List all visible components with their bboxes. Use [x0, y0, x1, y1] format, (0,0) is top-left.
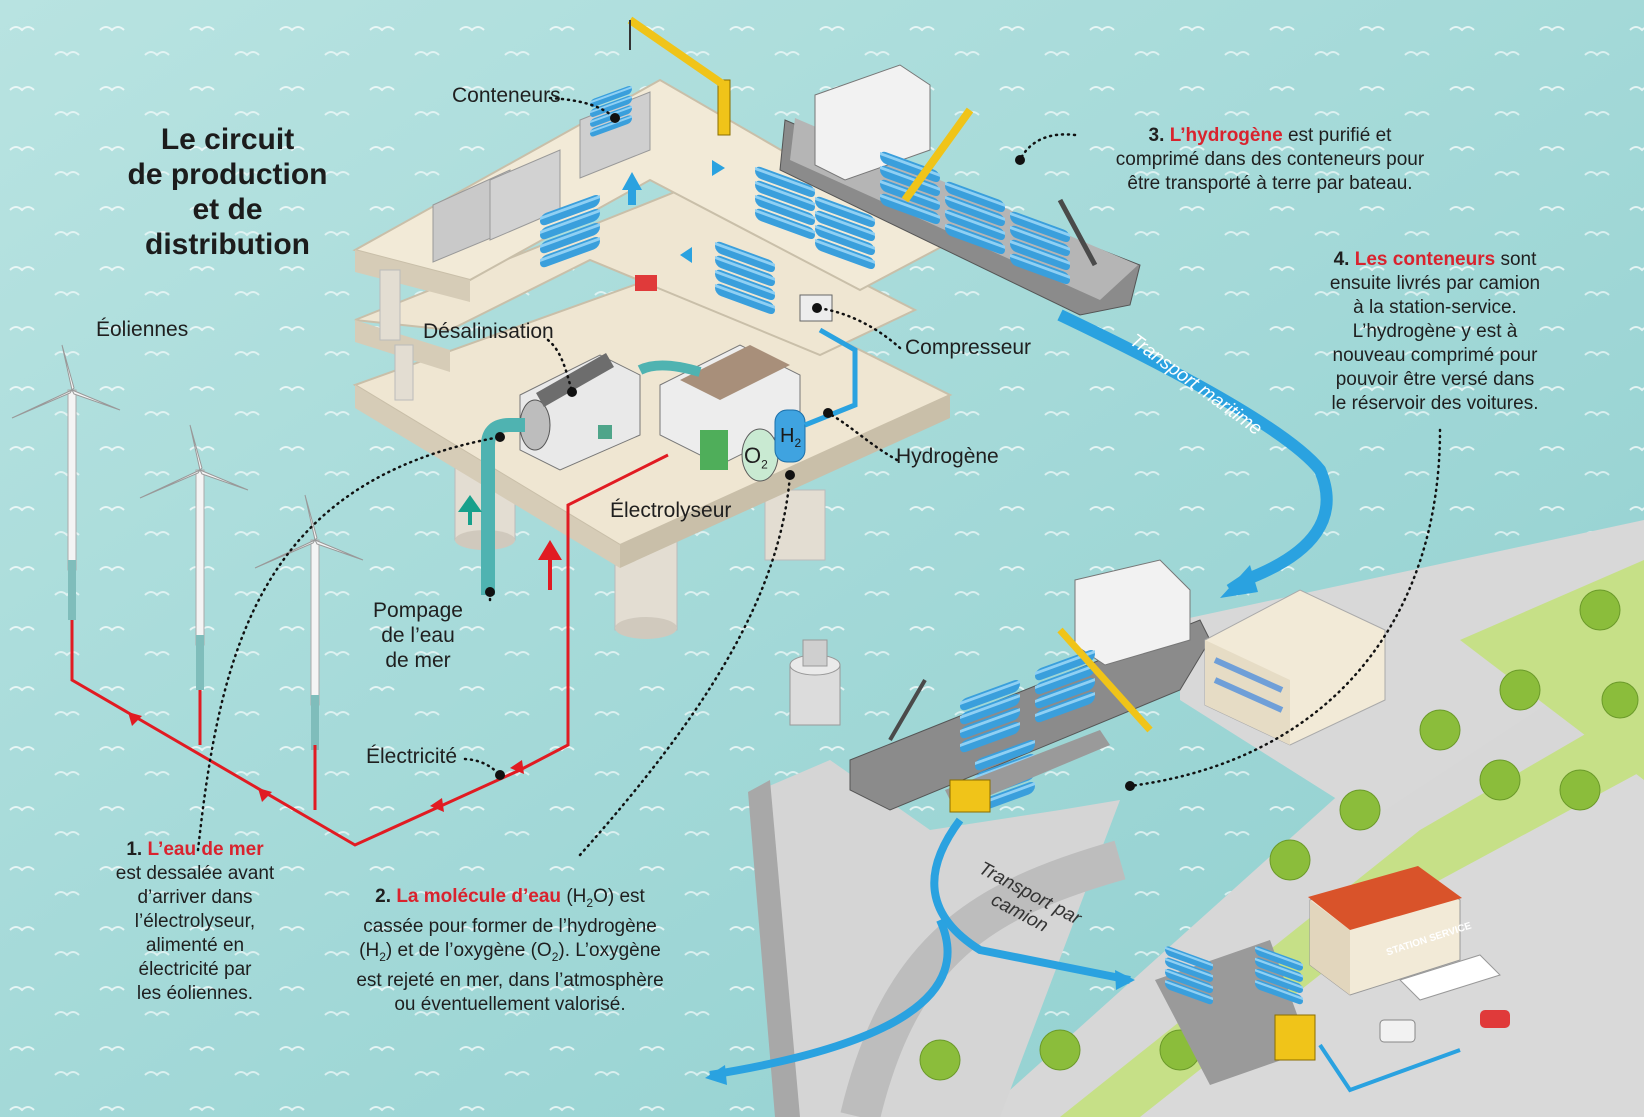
desalination-unit: [519, 353, 641, 471]
step-1-line-1: est dessalée avant: [115, 863, 275, 884]
step-1-line-4: alimenté en: [145, 935, 245, 956]
step-2-l1sub: 2: [586, 895, 594, 910]
h2-sub: 2: [794, 436, 802, 450]
step-4-line-2: à la station-service.: [1353, 297, 1517, 318]
h2-letter: H: [780, 425, 795, 447]
step-4-line-1: ensuite livrés par camion: [1329, 273, 1541, 294]
step-3-number: 3.: [1148, 125, 1165, 146]
step-2-text: 2. La molécule d’eau (H2O) est cassée po…: [340, 885, 680, 1017]
step-4-line-5: pouvoir être versé dans: [1335, 369, 1535, 390]
step-3-rest: est purifié et: [1287, 125, 1392, 146]
harbour-building: [1204, 589, 1386, 746]
label-hydrogene: Hydrogène: [896, 445, 999, 468]
step-4-line-3: L’hydrogène y est à: [1352, 321, 1518, 342]
step-4-number: 4.: [1333, 249, 1350, 270]
step-4-line-6: le réservoir des voitures.: [1331, 393, 1539, 414]
step-1-highlight: L’eau de mer: [147, 839, 264, 860]
label-desalinisation: Désalinisation: [423, 320, 554, 343]
step-4-rest: sont: [1500, 249, 1537, 270]
step-1-heading: 1. L’eau de mer: [85, 838, 305, 862]
label-pompage-line-3: de mer: [385, 649, 451, 672]
step-4-text: 4. Les conteneurs sont ensuite livrés pa…: [1310, 248, 1560, 416]
diagram-title: Le circuit de production et de distribut…: [100, 122, 355, 262]
step-2-l3a: (H: [359, 939, 380, 961]
label-pompage-line-2: de l’eau: [381, 624, 455, 647]
title-line-1: Le circuit: [160, 123, 295, 156]
platform: [352, 78, 953, 639]
title-line-4: distribution: [145, 228, 310, 261]
step-2-l1b: O) est: [593, 886, 645, 907]
label-pompage: Pompage de l’eau de mer: [368, 598, 468, 673]
step-1-line-3: l’électrolyseur,: [134, 911, 256, 932]
forklift: [635, 275, 657, 291]
truck-route-1: [930, 817, 1131, 984]
step-1-line-5: électricité par: [138, 959, 252, 980]
label-eoliennes: Éoliennes: [96, 318, 189, 341]
step-2-l3b: ) et de l’oxygène (O: [385, 939, 552, 961]
o2-sub: 2: [761, 457, 768, 472]
label-pompage-line-1: Pompage: [373, 599, 463, 622]
step-1-line-6: les éoliennes.: [136, 983, 254, 1004]
step-2-highlight: La molécule d’eau: [396, 886, 562, 907]
step-2-line-5: ou éventuellement valorisé.: [394, 993, 626, 1015]
label-o2: O2: [744, 443, 768, 477]
electrolyser-unit: [659, 344, 806, 482]
label-electrolyseur: Électrolyseur: [610, 499, 732, 522]
step-4-highlight: Les conteneurs: [1354, 249, 1496, 270]
step-2-number: 2.: [375, 886, 392, 907]
step-2-heading: 2. La molécule d’eau (H2O) est: [340, 885, 680, 915]
step-3-line-2: être transporté à terre par bateau.: [1127, 173, 1413, 194]
truck-station: [1155, 940, 1316, 1085]
ship-offshore: [779, 64, 1141, 316]
title-line-2: de production: [127, 158, 328, 191]
wind-turbines: [11, 344, 364, 750]
label-electricite: Électricité: [366, 745, 458, 768]
step-3-heading: 3. L’hydrogène est purifié et: [1080, 124, 1460, 148]
step-2-l3sub: 2: [379, 949, 386, 964]
step-2-l3c: ). L’oxygène: [558, 939, 661, 961]
step-2-line-2: cassée pour former de l’hydrogène: [363, 915, 657, 937]
seawater-pipe: [481, 418, 525, 595]
step-1-number: 1.: [126, 839, 143, 860]
title-line-3: et de: [192, 193, 263, 226]
step-2-l1a: (H: [566, 886, 587, 907]
maritime-route: [1057, 309, 1333, 595]
step-3-highlight: L’hydrogène: [1169, 125, 1283, 146]
label-compresseur: Compresseur: [905, 336, 1032, 359]
step-2-line-3: (H2) et de l’oxygène (O2). L’oxygène: [340, 939, 680, 969]
label-conteneurs: Conteneurs: [452, 84, 561, 107]
step-2-line-4: est rejeté en mer, dans l’atmosphère: [356, 969, 664, 991]
bollard-tower: [789, 639, 841, 726]
ship-harbour: [849, 559, 1211, 814]
step-2-l3sub2: 2: [551, 949, 559, 964]
step-1-text: 1. L’eau de mer est dessalée avant d’arr…: [85, 838, 305, 1006]
step-3-text: 3. L’hydrogène est purifié et comprimé d…: [1080, 124, 1460, 196]
o2-letter: O: [744, 443, 762, 468]
step-1-line-2: d’arriver dans: [137, 887, 253, 908]
step-4-heading: 4. Les conteneurs sont: [1310, 248, 1560, 272]
label-h2: H2: [780, 424, 801, 456]
station-service: [1308, 866, 1510, 1043]
truck-harbour: [945, 730, 1110, 813]
platform-crane: [627, 16, 731, 136]
step-3-line-1: comprimé dans des conteneurs pour: [1115, 149, 1425, 170]
truck-route-2: [709, 918, 952, 1079]
step-4-line-4: nouveau comprimé pour: [1332, 345, 1538, 366]
